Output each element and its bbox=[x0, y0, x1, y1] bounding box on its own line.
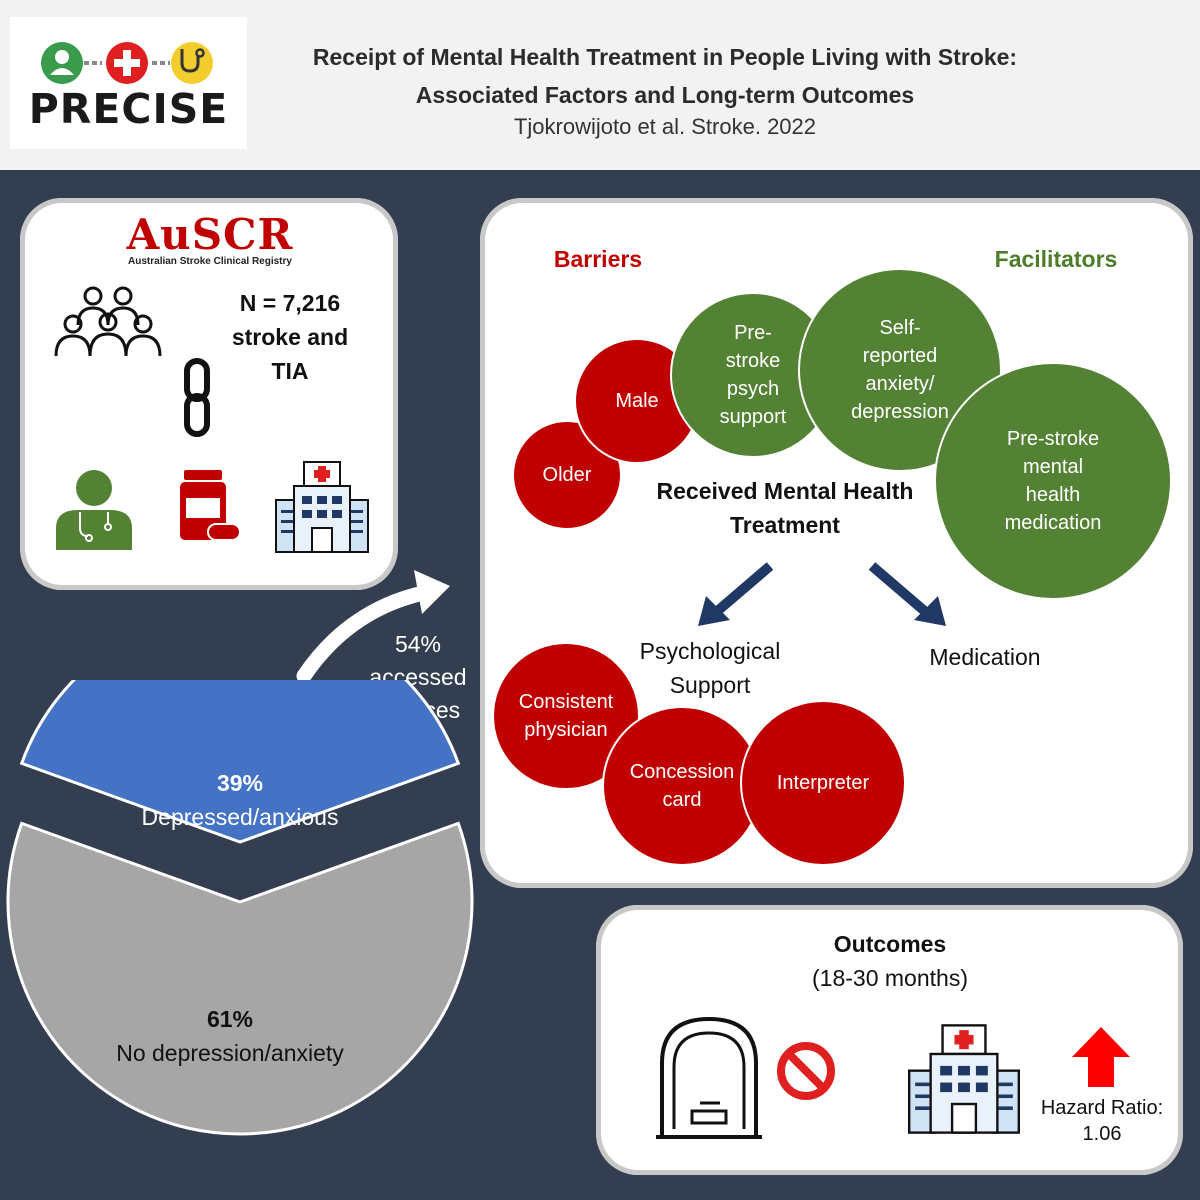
pie-label-no-depression: 61% No depression/anxiety bbox=[116, 1006, 344, 1066]
plus-icon bbox=[106, 42, 148, 84]
pie-slice-depressed bbox=[19, 680, 461, 844]
hospital-readmission-icon bbox=[908, 1024, 1020, 1134]
logo-word: PRECISE bbox=[28, 85, 229, 133]
title-line-1: Receipt of Mental Health Treatment in Pe… bbox=[312, 44, 1018, 70]
curved-arrow-icon bbox=[296, 570, 450, 684]
arrow-down-right-icon bbox=[868, 562, 946, 626]
medicine-bottle-icon bbox=[180, 470, 241, 541]
barrier-interpreter: Interpreter bbox=[740, 700, 906, 866]
auscr-logo: AuSCR Australian Stroke Clinical Registr… bbox=[126, 210, 294, 268]
people-group-icon bbox=[54, 286, 162, 357]
hazard-ratio: Hazard Ratio: 1.06 bbox=[1040, 1097, 1164, 1145]
outcomes-title: Outcomes (18-30 months) bbox=[812, 931, 968, 991]
citation: Tjokrowijoto et al. Stroke. 2022 bbox=[513, 114, 817, 139]
stethoscope-icon bbox=[171, 42, 213, 84]
hospital-icon bbox=[275, 461, 369, 553]
received-treatment-label: Received Mental Health Treatment bbox=[656, 478, 914, 538]
branch-psych-support: Psychological Support bbox=[639, 638, 781, 698]
page-title: Receipt of Mental Health Treatment in Pe… bbox=[255, 38, 1075, 114]
gravestone-icon bbox=[656, 1016, 762, 1139]
pie-slice-no-depression bbox=[6, 821, 474, 1136]
facilitators-label: Facilitators bbox=[994, 246, 1118, 272]
treatment-panel: Barriers Facilitators Older Male Pre-str… bbox=[480, 198, 1193, 888]
person-icon bbox=[41, 42, 83, 84]
chain-icons bbox=[41, 42, 213, 84]
pie-label-depressed: 39% Depressed/anxious bbox=[141, 770, 339, 830]
registry-panel: AuSCR Australian Stroke Clinical Registr… bbox=[20, 198, 398, 590]
depression-pie-chart bbox=[6, 680, 474, 1136]
precise-logo: PRECISE bbox=[10, 17, 247, 149]
sample-size: N = 7,216 stroke and TIA bbox=[231, 290, 349, 384]
header: PRECISE Receipt of Mental Health Treatme… bbox=[0, 0, 1200, 170]
no-effect-icon bbox=[777, 1042, 835, 1100]
doctor-icon bbox=[56, 470, 132, 550]
barriers-label: Barriers bbox=[553, 246, 643, 272]
arrow-down-left-icon bbox=[698, 562, 774, 626]
chain-link-icon bbox=[184, 358, 210, 437]
increase-arrow-icon bbox=[1072, 1027, 1130, 1087]
branch-medication: Medication bbox=[929, 644, 1041, 670]
outcomes-panel: Outcomes (18-30 months) Hazard Ratio: 1.… bbox=[596, 905, 1183, 1175]
title-line-2: Associated Factors and Long-term Outcome… bbox=[415, 82, 915, 108]
